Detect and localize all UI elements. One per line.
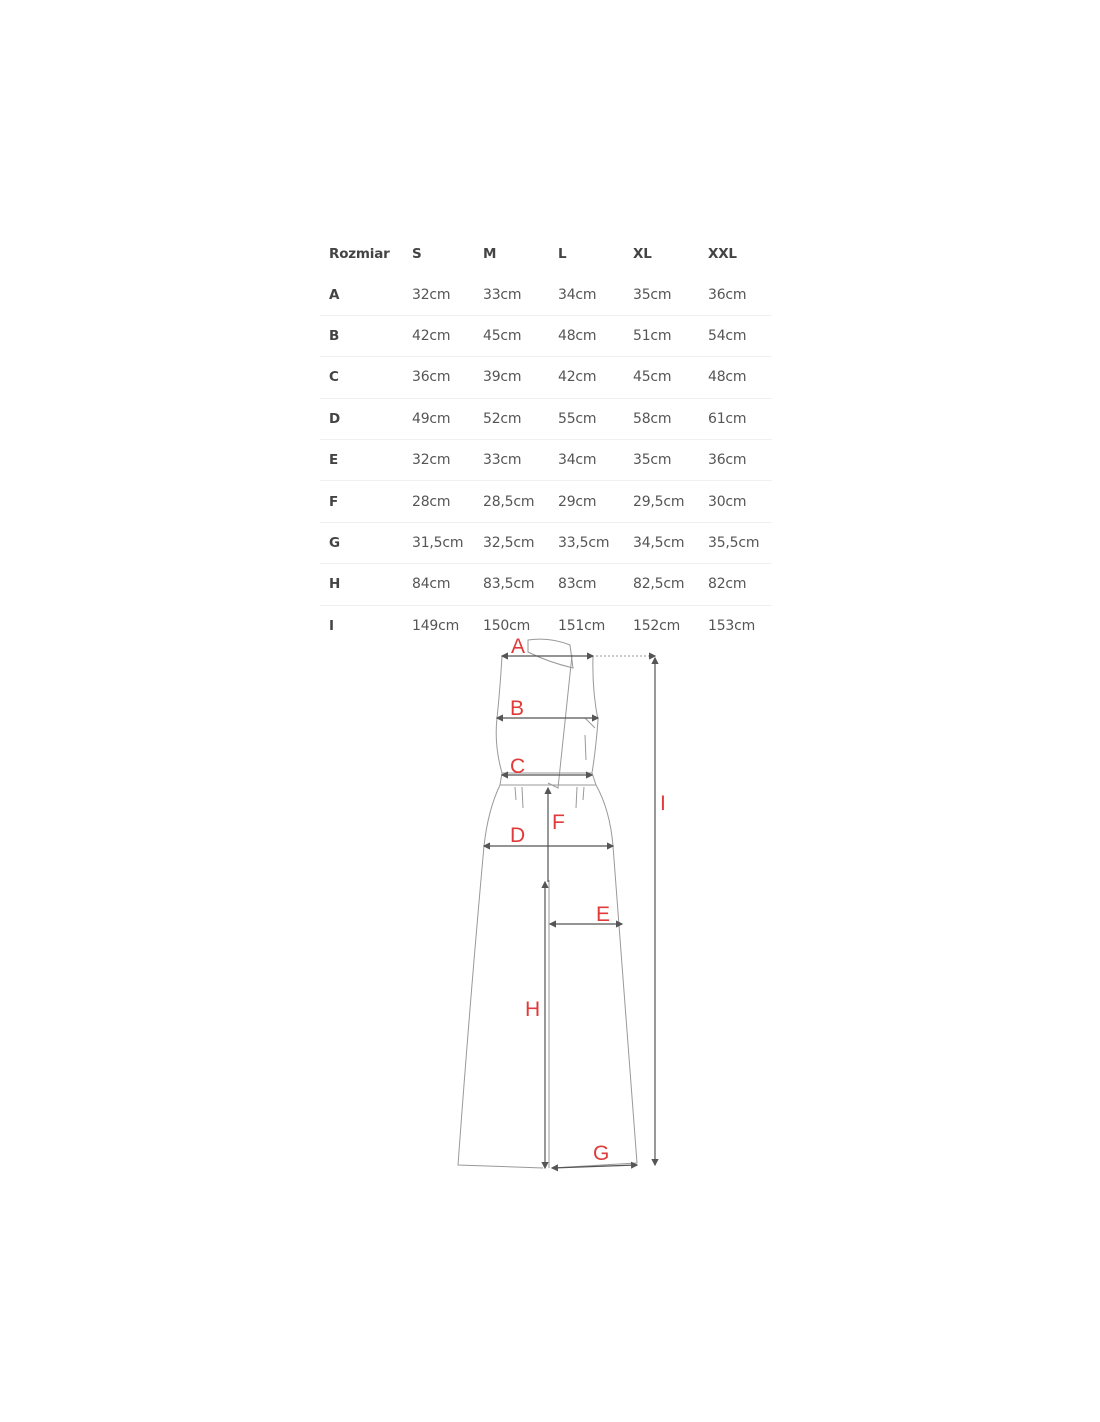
measurement-value: 149cm [412, 617, 460, 634]
arrow-g [550, 1161, 639, 1172]
table-row: D 49cm 52cm 55cm 58cm 61cm [320, 398, 772, 440]
label-d: D [510, 824, 525, 847]
measurement-value: 35cm [633, 286, 672, 303]
measurement-value: 28,5cm [483, 493, 535, 510]
measurement-value: 33cm [483, 286, 522, 303]
measurement-value: 32cm [412, 452, 451, 469]
measurement-value: 48cm [558, 327, 597, 344]
measurement-value: 30cm [708, 493, 747, 510]
measurement-label: G [329, 534, 340, 551]
measurement-value: 84cm [412, 576, 451, 593]
label-g: G [593, 1142, 609, 1165]
measurement-value: 32cm [412, 286, 451, 303]
measurement-value: 54cm [708, 327, 747, 344]
table-row: B 42cm 45cm 48cm 51cm 54cm [320, 315, 772, 357]
measurement-value: 32,5cm [483, 534, 535, 551]
measurement-value: 153cm [708, 617, 756, 634]
measurement-value: 82cm [708, 576, 747, 593]
measurement-label: B [329, 327, 340, 344]
measurement-value: 83,5cm [483, 576, 535, 593]
measurement-label: I [329, 617, 334, 634]
label-i: I [660, 792, 666, 815]
measurement-value: 36cm [708, 286, 747, 303]
label-a: A [511, 635, 525, 658]
measurement-value: 152cm [633, 617, 681, 634]
header-xl: XL [633, 246, 652, 263]
measurement-label: A [329, 286, 340, 303]
table-row: H 84cm 83,5cm 83cm 82,5cm 82cm [320, 564, 772, 606]
measurement-value: 48cm [708, 369, 747, 386]
measurement-value: 33,5cm [558, 534, 610, 551]
table-row: F 28cm 28,5cm 29cm 29,5cm 30cm [320, 481, 772, 523]
header-m: M [483, 246, 497, 263]
measurement-value: 58cm [633, 410, 672, 427]
measurement-label: H [329, 576, 341, 593]
measurement-label: E [329, 452, 339, 469]
header-size: Rozmiar [329, 246, 390, 263]
measurement-label: D [329, 410, 341, 427]
measurement-value: 45cm [633, 369, 672, 386]
label-b: B [510, 697, 524, 720]
measurement-value: 36cm [708, 452, 747, 469]
size-chart-table: Rozmiar S M L XL XXL A 32cm 33cm 34cm 35cm 36… [320, 234, 772, 646]
measurement-value: 35cm [633, 452, 672, 469]
measurement-value: 34,5cm [633, 534, 685, 551]
label-h: H [525, 998, 540, 1021]
measurement-value: 35,5cm [708, 534, 760, 551]
header-l: L [558, 246, 567, 263]
measurement-label: F [329, 493, 339, 510]
measurement-value: 82,5cm [633, 576, 685, 593]
measurement-value: 42cm [412, 327, 451, 344]
measurement-value: 34cm [558, 286, 597, 303]
table-row: A 32cm 33cm 34cm 35cm 36cm [320, 274, 772, 316]
measurement-value: 42cm [558, 369, 597, 386]
measurement-value: 61cm [708, 410, 747, 427]
measurement-value: 49cm [412, 410, 451, 427]
table-row: G 31,5cm 32,5cm 33,5cm 34,5cm 35,5cm [320, 522, 772, 564]
table-row: C 36cm 39cm 42cm 45cm 48cm [320, 357, 772, 399]
measurement-value: 45cm [483, 327, 522, 344]
measurement-value: 55cm [558, 410, 597, 427]
measurement-label: C [329, 369, 339, 386]
measurement-value: 28cm [412, 493, 451, 510]
table-row: E 32cm 33cm 34cm 35cm 36cm [320, 439, 772, 481]
measurement-value: 150cm [483, 617, 531, 634]
measurement-value: 31,5cm [412, 534, 464, 551]
measurement-value: 33cm [483, 452, 522, 469]
measurement-value: 29,5cm [633, 493, 685, 510]
table-row: I 149cm 150cm 151cm 152cm 153cm [320, 605, 772, 646]
table-header-row: Rozmiar S M L XL XXL [320, 234, 772, 274]
measurement-value: 83cm [558, 576, 597, 593]
measurement-value: 39cm [483, 369, 522, 386]
measurement-value: 52cm [483, 410, 522, 427]
header-s: S [412, 246, 422, 263]
label-f: F [552, 811, 565, 834]
measurement-value: 51cm [633, 327, 672, 344]
measurement-value: 34cm [558, 452, 597, 469]
measurement-arrows [482, 652, 659, 1172]
measurement-value: 29cm [558, 493, 597, 510]
measurement-labels: A B C D F E H G I [510, 635, 666, 1165]
measurement-value: 36cm [412, 369, 451, 386]
header-xxl: XXL [708, 246, 737, 263]
label-c: C [510, 755, 525, 778]
measurement-value: 151cm [558, 617, 606, 634]
label-e: E [596, 903, 610, 926]
